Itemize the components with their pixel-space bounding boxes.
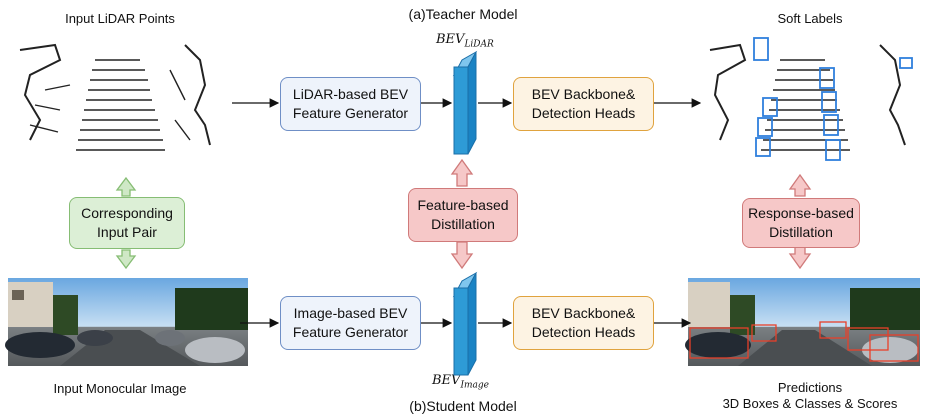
soft-labels-image <box>700 32 920 167</box>
feature-distillation-double-arrow <box>450 158 474 270</box>
corresponding-pair-box: Corresponding Input Pair <box>69 197 185 249</box>
input-lidar-image <box>10 32 230 167</box>
image-bev-generator-box: Image-based BEV Feature Generator <box>280 296 421 350</box>
corresponding-double-arrow <box>115 176 137 270</box>
response-distillation-box: Response-based Distillation <box>742 198 860 248</box>
input-image-label: Input Monocular Image <box>53 381 187 396</box>
soft-labels-label: Soft Labels <box>777 11 843 26</box>
bev-lidar-feature-block <box>452 50 478 155</box>
lidar-bev-generator-box: LiDAR-based BEV Feature Generator <box>280 77 421 131</box>
input-lidar-label: Input LiDAR Points <box>65 11 175 26</box>
flow-arrows <box>232 98 702 328</box>
predictions-image <box>685 278 920 366</box>
predictions-label: Predictions <box>777 380 843 395</box>
input-monocular-image <box>5 278 248 366</box>
student-backbone-box: BEV Backbone& Detection Heads <box>513 296 654 350</box>
teacher-model-title: (a)Teacher Model <box>408 6 518 22</box>
bev-image-label: BEVImage <box>432 373 489 391</box>
student-model-title: (b)Student Model <box>409 398 517 414</box>
bev-lidar-label: BEVLiDAR <box>436 32 494 50</box>
predictions-sublabel: 3D Boxes & Classes & Scores <box>722 396 898 411</box>
feature-distillation-box: Feature-based Distillation <box>408 188 518 242</box>
teacher-backbone-box: BEV Backbone& Detection Heads <box>513 77 654 131</box>
bev-image-feature-block <box>452 271 478 376</box>
